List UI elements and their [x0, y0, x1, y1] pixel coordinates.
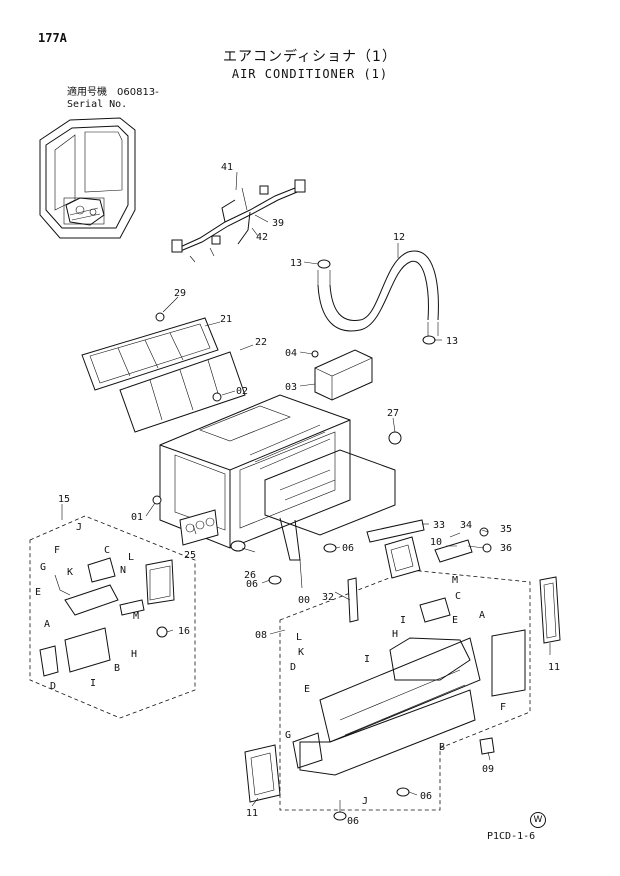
letter-C-left: C	[104, 545, 110, 556]
assembly-08	[279, 519, 531, 811]
callout-15: 15	[58, 494, 70, 505]
letter-N-left: N	[120, 565, 126, 576]
letter-D-left: D	[50, 681, 56, 692]
title-english: AIR CONDITIONER (1)	[231, 67, 389, 81]
letter-L-left: L	[128, 552, 134, 563]
callout-21: 21	[220, 314, 232, 325]
callout-26: 26	[244, 570, 256, 581]
callout-27: 27	[387, 408, 399, 419]
callout-00: 00	[298, 595, 310, 606]
letter-I-right: I	[400, 615, 406, 626]
letter-E-left: E	[35, 587, 41, 598]
callout-01: 01	[131, 512, 143, 523]
callout-16: 16	[178, 626, 190, 637]
callout-06b: 06	[246, 579, 258, 590]
assembly-15	[29, 515, 196, 719]
letter-C-right: C	[455, 591, 461, 602]
letter-M-right: M	[452, 575, 458, 586]
callout-11b: 11	[246, 808, 258, 819]
callout-06a: 06	[342, 543, 354, 554]
page-code: 177A	[38, 31, 67, 45]
filter-panels	[81, 312, 246, 433]
letter-B-left: B	[114, 663, 120, 674]
callout-06c: 06	[420, 791, 432, 802]
serial-label-english: Serial No.	[67, 99, 128, 110]
letter-K-left: K	[67, 567, 73, 578]
letter-A-right: A	[479, 610, 485, 621]
letter-J-left: J	[76, 522, 82, 533]
callout-13a: 13	[290, 258, 302, 269]
callout-04: 04	[285, 348, 297, 359]
wire-harness-39	[171, 179, 306, 263]
letter-L-right: L	[296, 632, 302, 643]
callout-03: 03	[285, 382, 297, 393]
callout-13b: 13	[446, 336, 458, 347]
letter-J-right: J	[362, 796, 368, 807]
callout-09: 09	[482, 764, 494, 775]
callout-25: 25	[184, 550, 196, 561]
relay-box-03	[311, 349, 373, 401]
callout-22: 22	[255, 337, 267, 348]
callout-39: 39	[272, 218, 284, 229]
callout-32: 32	[322, 592, 334, 603]
letter-D-right: D	[290, 662, 296, 673]
letter-callouts: J C F G K E N L A M H B D I M C I H E A …	[35, 522, 506, 807]
callout-41: 41	[221, 162, 233, 173]
letter-I2-right: I	[364, 654, 370, 665]
callout-10: 10	[430, 537, 442, 548]
hose-12	[317, 250, 439, 345]
leader-lines	[61, 171, 551, 812]
letter-H-left: H	[131, 649, 137, 660]
letter-F-right: F	[500, 702, 506, 713]
callout-11a: 11	[548, 662, 560, 673]
callout-29: 29	[174, 288, 186, 299]
letter-K-right: K	[298, 647, 304, 658]
callout-35: 35	[500, 524, 512, 535]
letter-E-right: E	[452, 615, 458, 626]
letter-G-right: G	[285, 730, 291, 741]
callout-06d: 06	[347, 816, 359, 827]
letter-F-left: F	[54, 545, 60, 556]
number-callouts: 41 39 42 12 13 13 29 21 22 04 03 02 27 1…	[58, 162, 560, 827]
w-circle-mark: W	[530, 812, 546, 828]
callout-08: 08	[255, 630, 267, 641]
callout-33: 33	[433, 520, 445, 531]
serial-label-japanese: 適用号機 060813-	[67, 87, 159, 98]
callout-02: 02	[236, 386, 248, 397]
title-japanese: エアコンディショナ（1）	[223, 49, 397, 65]
figure-code: P1CD-1-6	[487, 831, 536, 842]
letter-H-right: H	[392, 629, 398, 640]
letter-G-left: G	[40, 562, 46, 573]
letter-A-left: A	[44, 619, 50, 630]
cab-illustration	[39, 117, 136, 239]
callout-12: 12	[393, 232, 405, 243]
small-parts	[152, 392, 402, 638]
main-hvac-unit	[159, 394, 396, 561]
bottom-fasteners	[333, 527, 495, 821]
letter-M-left: M	[133, 611, 139, 622]
gaskets-11	[244, 576, 561, 803]
letter-B-right: B	[439, 742, 445, 753]
callout-34: 34	[460, 520, 472, 531]
callout-36: 36	[500, 543, 512, 554]
callout-42: 42	[256, 232, 268, 243]
letter-E2-right: E	[304, 684, 310, 695]
letter-I-left: I	[90, 678, 96, 689]
